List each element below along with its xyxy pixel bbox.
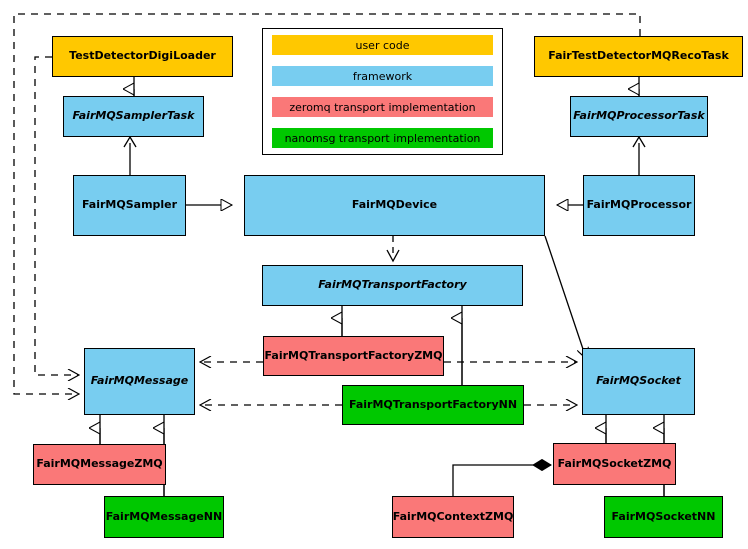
legend-label: framework bbox=[352, 69, 413, 83]
class-node-FairMQSamplerTask[interactable]: FairMQSamplerTask bbox=[63, 96, 204, 137]
class-node-FairMQTransportFactory[interactable]: FairMQTransportFactory bbox=[262, 265, 523, 306]
legend-label: zeromq transport implementation bbox=[289, 100, 476, 114]
class-node-FairMQProcessor[interactable]: FairMQProcessor bbox=[583, 175, 695, 236]
legend-label: user code bbox=[355, 38, 410, 52]
legend-item-framework: framework bbox=[272, 66, 493, 86]
legend: user code framework zeromq transport imp… bbox=[262, 28, 503, 155]
class-node-FairMQSocketZMQ[interactable]: FairMQSocketZMQ bbox=[553, 443, 676, 485]
legend-item-zeromq: zeromq transport implementation bbox=[272, 97, 493, 117]
class-node-TestDetectorDigiLoader[interactable]: TestDetectorDigiLoader bbox=[52, 36, 233, 77]
class-node-FairMQDevice[interactable]: FairMQDevice bbox=[244, 175, 545, 236]
class-node-FairMQContextZMQ[interactable]: FairMQContextZMQ bbox=[392, 496, 514, 538]
class-node-FairMQSampler[interactable]: FairMQSampler bbox=[73, 175, 186, 236]
edge-device-socket bbox=[544, 235, 586, 358]
class-node-FairMQSocket[interactable]: FairMQSocket bbox=[582, 348, 695, 415]
class-node-FairMQMessageZMQ[interactable]: FairMQMessageZMQ bbox=[33, 444, 166, 485]
legend-label: nanomsg transport implementation bbox=[284, 131, 481, 145]
class-node-FairMQMessageNN[interactable]: FairMQMessageNN bbox=[104, 496, 224, 538]
class-node-FairMQMessage[interactable]: FairMQMessage bbox=[84, 348, 195, 415]
class-node-FairTestDetectorMQRecoTask[interactable]: FairTestDetectorMQRecoTask bbox=[534, 36, 743, 77]
class-node-FairMQTransportFactoryNN[interactable]: FairMQTransportFactoryNN bbox=[342, 385, 524, 425]
class-node-FairMQProcessorTask[interactable]: FairMQProcessorTask bbox=[570, 96, 708, 137]
legend-item-user-code: user code bbox=[272, 35, 493, 55]
legend-item-nanomsg: nanomsg transport implementation bbox=[272, 128, 493, 148]
class-node-FairMQTransportFactoryZMQ[interactable]: FairMQTransportFactoryZMQ bbox=[263, 336, 444, 376]
class-node-FairMQSocketNN[interactable]: FairMQSocketNN bbox=[604, 496, 723, 538]
